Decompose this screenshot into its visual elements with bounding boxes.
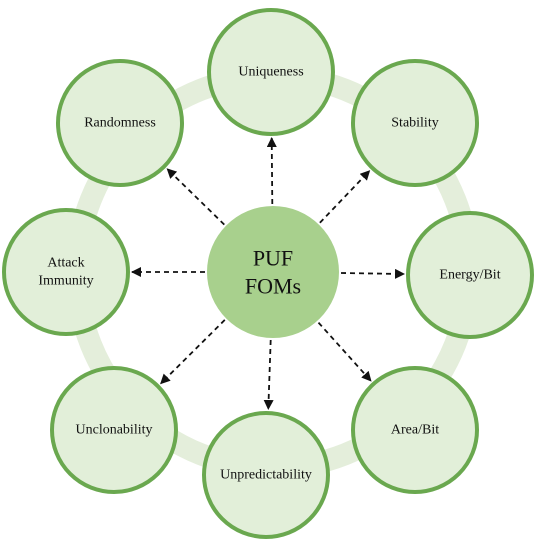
node-circle-stability — [351, 59, 479, 187]
arrow-to-randomness — [166, 168, 225, 226]
arrow-to-stability — [319, 170, 371, 224]
nodes-group: UniquenessStabilityEnergy/BitArea/BitUnp… — [2, 8, 534, 539]
node-unpredictability: Unpredictability — [202, 411, 330, 539]
node-label-attack-immunity: Attack — [47, 256, 84, 271]
node-circle-energy-bit — [406, 211, 534, 339]
node-label-energy-bit: Energy/Bit — [439, 268, 500, 283]
node-label-randomness: Randomness — [84, 116, 156, 131]
node-label-area-bit: Area/Bit — [391, 423, 439, 438]
node-circle-unclonability — [50, 366, 178, 494]
arrow-to-uniqueness — [266, 137, 277, 205]
node-circle-uniqueness — [207, 8, 335, 136]
node-unclonability: Unclonability — [50, 366, 178, 494]
hub-label: FOMs — [245, 274, 301, 299]
arrow-to-unpredictability — [263, 339, 274, 410]
node-randomness: Randomness — [56, 59, 184, 187]
node-uniqueness: Uniqueness — [207, 8, 335, 136]
node-label-uniqueness: Uniqueness — [238, 65, 303, 80]
node-circle-randomness — [56, 59, 184, 187]
node-label-stability: Stability — [391, 116, 438, 131]
node-area-bit: Area/Bit — [351, 366, 479, 494]
hub-circle — [207, 206, 339, 338]
arrows-group — [131, 137, 405, 410]
node-label-attack-immunity: Immunity — [38, 274, 93, 289]
node-stability: Stability — [351, 59, 479, 187]
hub-group: PUF FOMs — [207, 206, 339, 338]
arrow-to-energy-bit — [340, 268, 405, 279]
hub-label: PUF — [253, 246, 293, 271]
node-circle-area-bit — [351, 366, 479, 494]
node-circle-unpredictability — [202, 411, 330, 539]
arrow-to-area-bit — [317, 321, 372, 382]
node-energy-bit: Energy/Bit — [406, 211, 534, 339]
node-circle-attack-immunity — [2, 208, 130, 336]
arrow-to-unclonability — [160, 319, 226, 385]
node-label-unpredictability: Unpredictability — [220, 468, 312, 483]
node-label-unclonability: Unclonability — [76, 423, 153, 438]
